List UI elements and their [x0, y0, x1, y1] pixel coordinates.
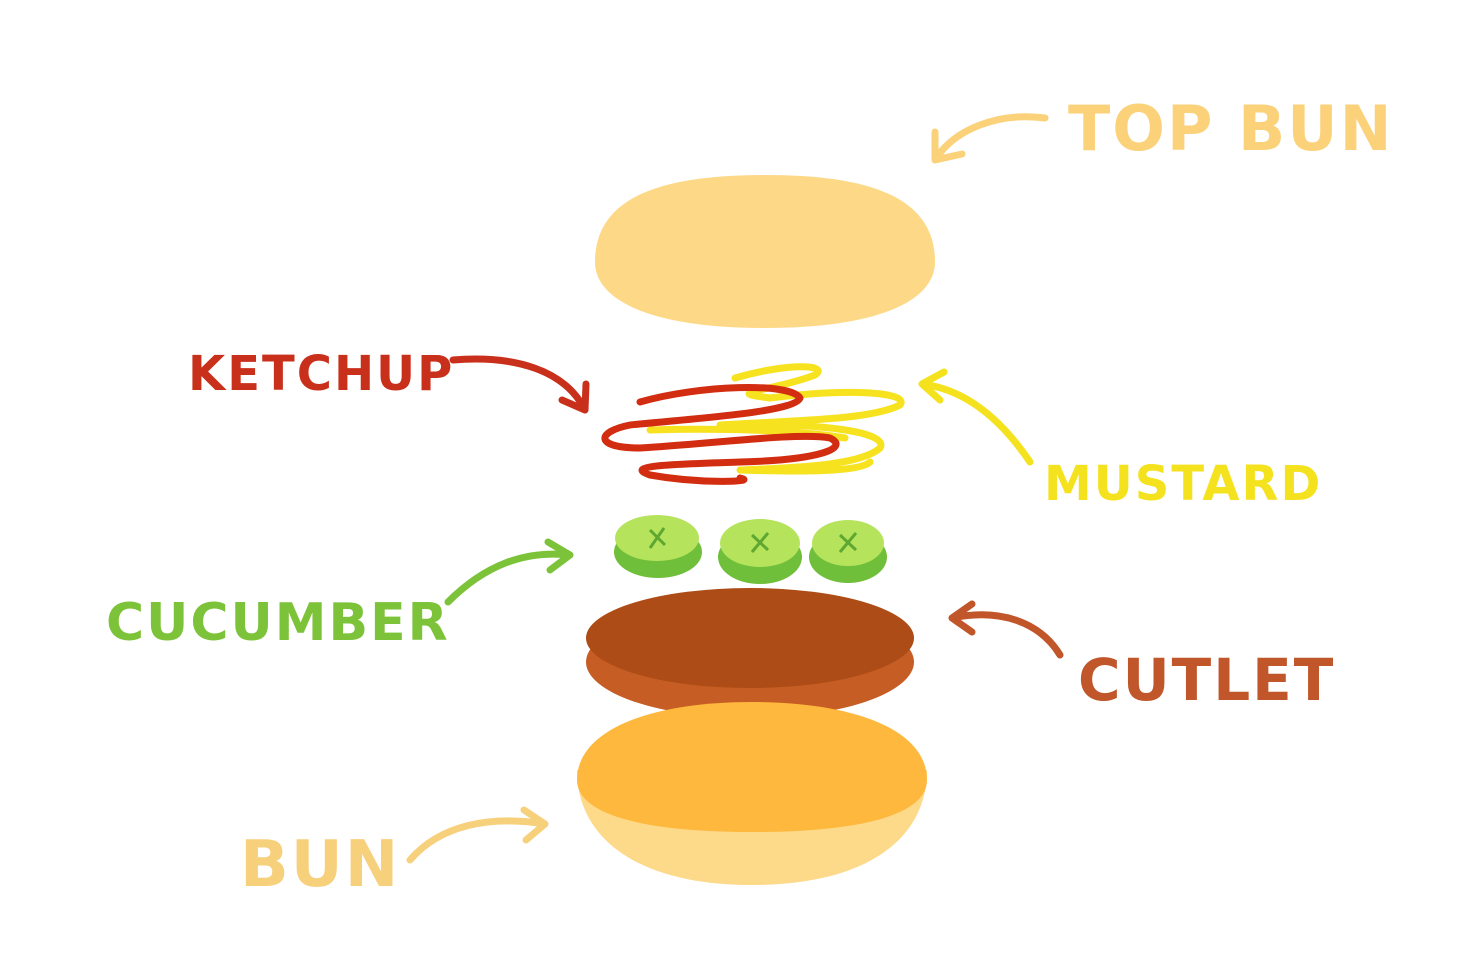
top-bun: [595, 175, 935, 328]
mustard-arrow: [918, 368, 1034, 466]
cutlet-arrow: [948, 600, 1064, 659]
bun-arrow: [406, 806, 549, 864]
ketchup-squiggle: [601, 384, 840, 485]
top-bun-shape: [595, 175, 935, 328]
cucumber-slice-3: [809, 520, 887, 583]
bottom-bun: [577, 702, 927, 885]
label-top-bun: TOP BUN: [1068, 92, 1394, 165]
label-cutlet: CUTLET: [1078, 646, 1335, 714]
top-bun-arrow: [931, 113, 1049, 164]
cutlet-top: [586, 588, 914, 688]
cucumber-arrow: [444, 538, 574, 606]
label-bun: BUN: [240, 828, 400, 902]
bottom-bun-upper: [577, 702, 927, 832]
label-cucumber: CUCUMBER: [106, 593, 450, 653]
cucumber-slice-1: [614, 515, 702, 578]
label-mustard: MUSTARD: [1044, 456, 1322, 512]
label-ketchup: KETCHUP: [188, 346, 454, 402]
cucumber-slice-2: [718, 519, 802, 584]
cutlet: [586, 588, 914, 718]
mustard-squiggle: [716, 363, 905, 475]
cucumber-slices: [614, 515, 887, 584]
ketchup-sauce: [601, 384, 840, 485]
ketchup-arrow: [449, 355, 590, 414]
